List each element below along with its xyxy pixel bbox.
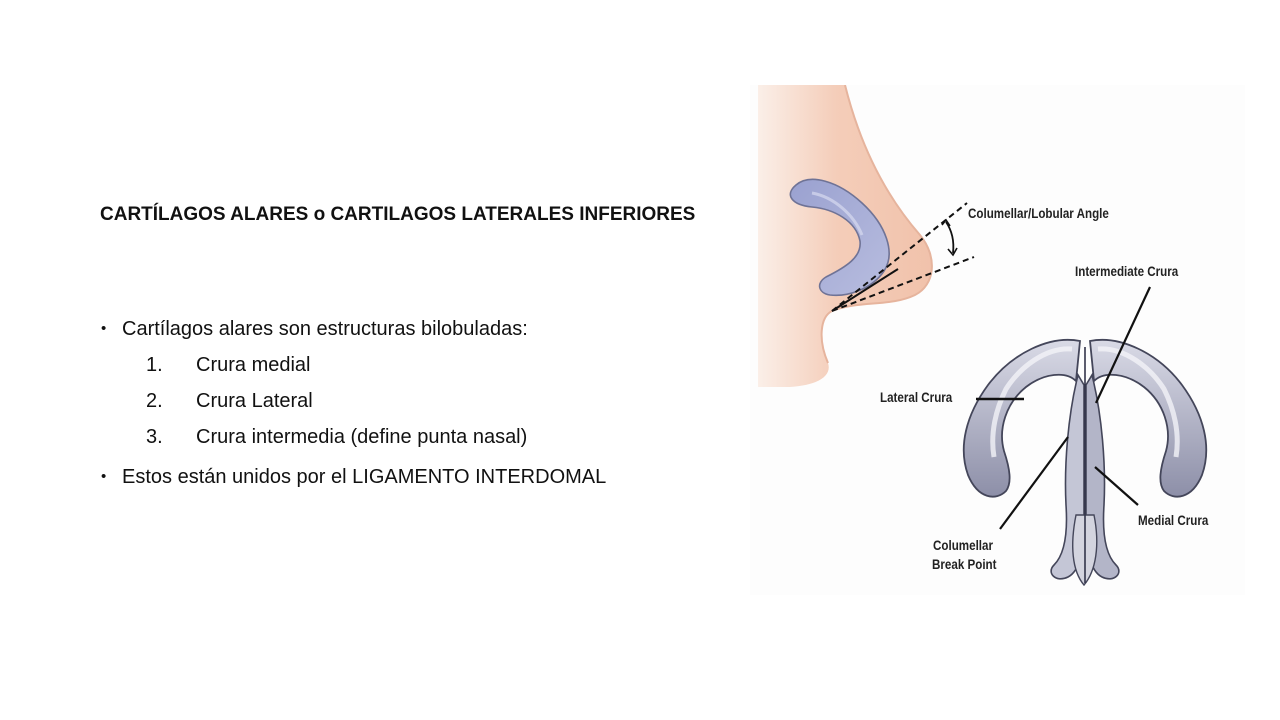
slide-title: CARTÍLAGOS ALARES o CARTILAGOS LATERALES… xyxy=(100,204,696,225)
list-item: 2. Crura Lateral xyxy=(100,383,730,419)
list-number: 2. xyxy=(146,390,163,412)
list-item: 1. Crura medial xyxy=(100,347,730,383)
alar-cartilage-profile xyxy=(789,178,890,297)
label-lateral-crura: Lateral Crura xyxy=(880,390,953,405)
bullet-dot: • xyxy=(101,320,107,337)
label-columellar-break-point-1: Columellar xyxy=(933,538,994,553)
nose-profile-edge xyxy=(820,85,933,364)
list-text: Crura intermedia (define punta nasal) xyxy=(196,426,528,448)
bullet-item: • Cartílagos alares son estructuras bilo… xyxy=(100,314,730,344)
numbered-list: 1. Crura medial 2. Crura Lateral 3. Crur… xyxy=(100,347,730,455)
leader-medial xyxy=(1094,466,1139,506)
list-text: Crura medial xyxy=(196,354,311,376)
nasal-cartilage-figure: Columellar/Lobular Angle Intermediate Cr… xyxy=(750,85,1245,595)
list-item: 3. Crura intermedia (define punta nasal) xyxy=(100,419,730,455)
bullet-item: • Estos están unidos por el LIGAMENTO IN… xyxy=(100,462,730,492)
angle-arc xyxy=(945,221,955,254)
label-medial-crura: Medial Crura xyxy=(1138,513,1209,528)
bullet-list: • Cartílagos alares son estructuras bilo… xyxy=(100,314,730,492)
bullet-dot: • xyxy=(101,468,107,485)
label-columellar-lobular-angle: Columellar/Lobular Angle xyxy=(968,206,1109,221)
angle-line-dashed-2 xyxy=(831,256,975,312)
leader-break-point xyxy=(999,436,1069,530)
nose-profile-skin xyxy=(758,85,932,387)
list-number: 3. xyxy=(146,426,163,448)
label-intermediate-crura: Intermediate Crura xyxy=(1075,264,1179,279)
bullet-text: Cartílagos alares son estructuras bilobu… xyxy=(122,318,528,340)
anatomy-illustration xyxy=(758,85,1208,587)
bullet-text: Estos están unidos por el LIGAMENTO INTE… xyxy=(122,466,607,488)
label-columellar-break-point-2: Break Point xyxy=(932,557,997,572)
list-text: Crura Lateral xyxy=(196,390,313,412)
leader-intermediate xyxy=(1095,286,1151,404)
alar-cartilages-frontal xyxy=(962,339,1208,587)
list-number: 1. xyxy=(146,354,163,376)
